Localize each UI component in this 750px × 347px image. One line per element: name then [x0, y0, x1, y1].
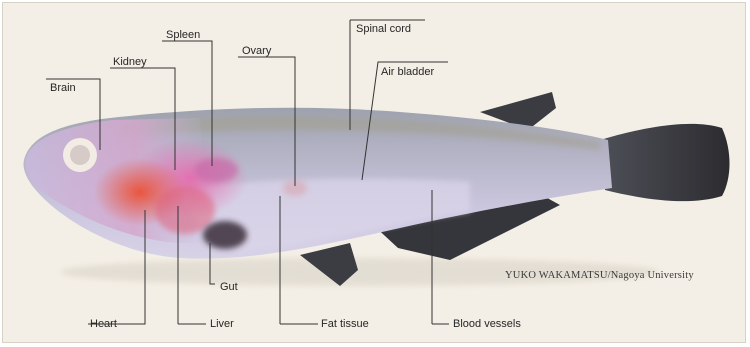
label-spinal-cord: Spinal cord [356, 23, 411, 36]
label-fat-tissue: Fat tissue [321, 318, 369, 331]
label-air-bladder: Air bladder [381, 66, 434, 79]
photo-credit: YUKO WAKAMATSU/Nagoya University [505, 270, 694, 281]
label-ovary: Ovary [242, 45, 271, 58]
tail-fin [600, 124, 730, 201]
label-blood-vessels: Blood vessels [453, 318, 521, 331]
label-brain: Brain [50, 82, 76, 95]
label-heart: Heart [90, 318, 117, 331]
label-spleen: Spleen [166, 29, 200, 42]
label-liver: Liver [210, 318, 234, 331]
spleen-organ [194, 158, 238, 182]
pupil [70, 145, 90, 165]
label-gut: Gut [220, 281, 238, 294]
liver-organ [155, 186, 215, 234]
label-kidney: Kidney [113, 56, 147, 69]
